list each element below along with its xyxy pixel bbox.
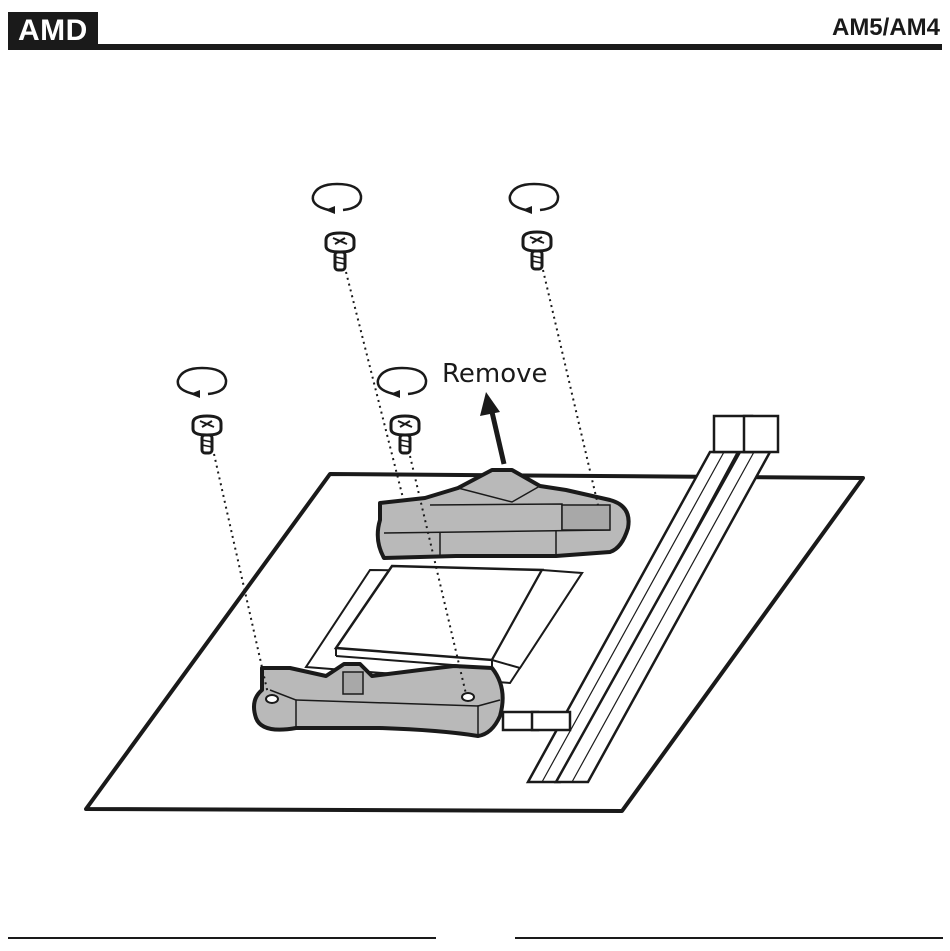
counterclockwise-arrow-icon — [313, 184, 361, 214]
mounting-bracket-bottom — [254, 664, 503, 736]
footer-rule-right — [515, 937, 943, 939]
footer-rule-left — [8, 937, 436, 939]
counterclockwise-arrow-icon — [178, 368, 226, 398]
screw-icon — [523, 232, 551, 269]
screw-icon — [193, 416, 221, 453]
remove-arrow-icon — [480, 392, 504, 464]
screw-icon — [326, 233, 354, 270]
remove-label: Remove — [442, 359, 548, 389]
counterclockwise-arrow-icon — [378, 368, 426, 398]
counterclockwise-arrow-icon — [510, 184, 558, 214]
screw-icon — [391, 416, 419, 453]
